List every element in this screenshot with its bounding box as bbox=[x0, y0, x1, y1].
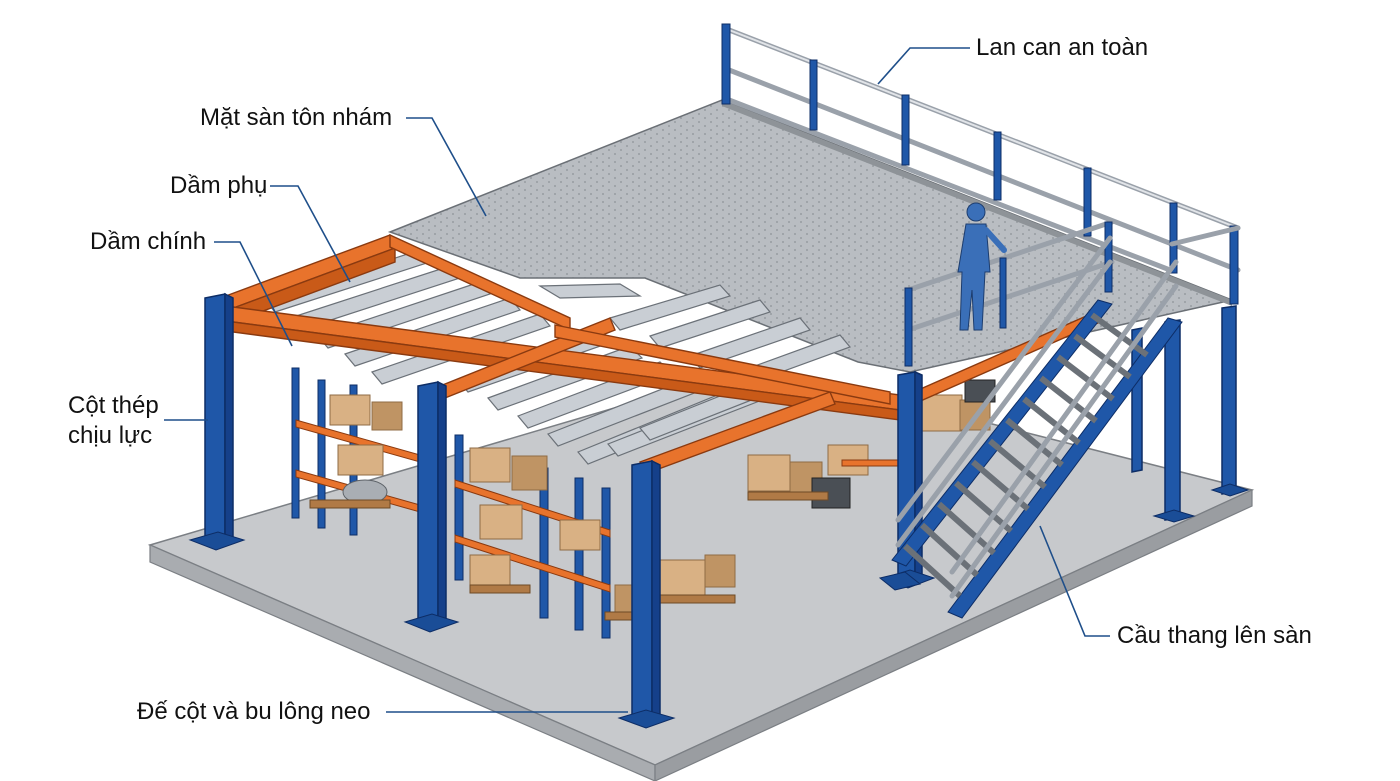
leader-secondary-beam bbox=[270, 185, 351, 283]
label-column: Cột thép chịu lực bbox=[68, 391, 159, 451]
label-guardrail: Lan can an toàn bbox=[976, 34, 1149, 61]
label-floor-deck: Mặt sàn tôn nhám bbox=[200, 104, 393, 131]
label-secondary-beam: Dầm phụ bbox=[170, 172, 268, 199]
leader-floor-deck bbox=[406, 117, 487, 217]
worker-figure bbox=[957, 202, 1007, 331]
main-beams bbox=[214, 233, 1101, 475]
leader-stairs bbox=[1039, 525, 1110, 637]
leader-main-beam bbox=[214, 241, 293, 347]
leader-guardrail bbox=[877, 47, 970, 85]
label-main-beam: Dầm chính bbox=[90, 228, 207, 255]
leader-lines bbox=[164, 47, 1110, 713]
staircase bbox=[878, 235, 1183, 619]
guardrail-structure bbox=[721, 23, 1241, 367]
label-column-line2: chịu lực bbox=[68, 422, 153, 449]
label-column-line1: Cột thép bbox=[68, 392, 159, 419]
steel-columns bbox=[204, 292, 1237, 723]
label-stairs: Cầu thang lên sàn bbox=[1117, 622, 1312, 649]
label-base-plate: Đế cột và bu lông neo bbox=[137, 698, 371, 725]
